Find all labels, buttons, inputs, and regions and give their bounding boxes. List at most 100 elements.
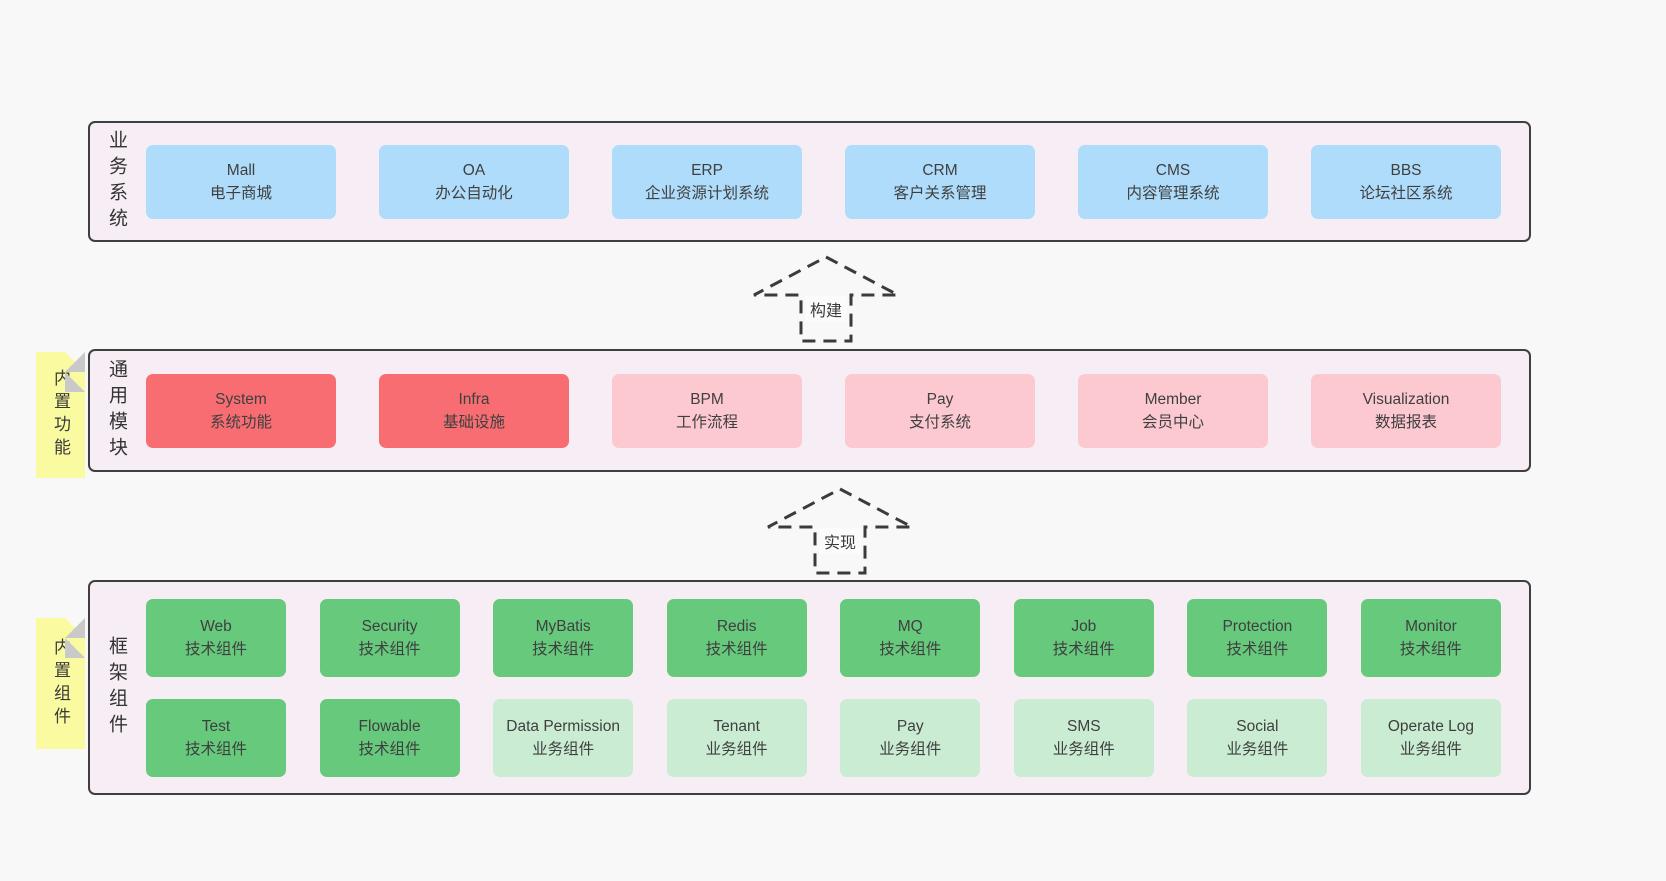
box-subtitle: 企业资源计划系统 <box>644 184 769 202</box>
box-title: Job <box>1071 617 1097 635</box>
arrow-build-label: 构建 <box>804 296 848 322</box>
section-business-systems: 业务系统 Mall 电子商城 OA 办公自动化 ERP 企业资源计划系统 <box>88 121 1531 242</box>
box-subtitle: 技术组件 <box>358 640 421 658</box>
business-system-box: ERP 企业资源计划系统 <box>612 144 802 219</box>
section-label-framework: 框架组件 <box>106 635 127 740</box>
box-subtitle: 技术组件 <box>532 640 595 658</box>
box-title: SMS <box>1067 717 1101 735</box>
box-subtitle: 技术组件 <box>184 640 247 658</box>
common-module-box: Infra 基础设施 <box>379 373 569 448</box>
framework-row-1: Web 技术组件 Security 技术组件 MyBatis 技术组件 <box>146 598 1501 677</box>
note-built-in-components: 内置组件 <box>36 618 85 749</box>
box-subtitle: 技术组件 <box>358 740 421 758</box>
box-title: Member <box>1144 390 1202 408</box>
box-title: Visualization <box>1362 390 1450 408</box>
common-module-box: Visualization 数据报表 <box>1311 373 1501 448</box>
note-text: 内置组件 <box>51 637 70 730</box>
box-title: Flowable <box>358 717 421 735</box>
arrow-up-icon <box>767 487 913 575</box>
common-module-box: Pay 支付系统 <box>845 373 1035 448</box>
box-subtitle: 业务组件 <box>879 740 942 758</box>
business-system-box: CRM 客户关系管理 <box>845 144 1035 219</box>
box-title: Security <box>361 617 418 635</box>
arrow-implement: 实现 <box>765 486 915 576</box>
box-title: Pay <box>926 390 954 408</box>
box-title: Operate Log <box>1387 717 1475 735</box>
box-subtitle: 电子商城 <box>209 184 272 202</box>
box-subtitle: 业务组件 <box>705 740 768 758</box>
business-system-box: BBS 论坛社区系统 <box>1311 144 1501 219</box>
box-title: BPM <box>690 390 724 408</box>
arrow-build: 构建 <box>751 254 901 344</box>
box-title: Pay <box>896 717 924 735</box>
framework-component-box: Data Permission 业务组件 <box>493 698 634 777</box>
framework-component-box: MQ 技术组件 <box>840 598 981 677</box>
common-module-box: BPM 工作流程 <box>612 373 802 448</box>
box-title: Social <box>1236 717 1279 735</box>
box-subtitle: 客户关系管理 <box>893 184 987 202</box>
framework-component-box: Monitor 技术组件 <box>1360 598 1501 677</box>
note-built-in-features: 内置功能 <box>36 352 85 478</box>
framework-component-box: SMS 业务组件 <box>1013 698 1154 777</box>
box-subtitle: 业务组件 <box>1399 740 1462 758</box>
arrow-up-icon <box>753 255 899 343</box>
box-subtitle: 技术组件 <box>184 740 247 758</box>
box-subtitle: 基础设施 <box>442 413 505 431</box>
box-title: Web <box>200 617 232 635</box>
box-title: System <box>215 390 267 408</box>
box-title: MQ <box>897 617 923 635</box>
box-title: Test <box>201 717 231 735</box>
business-box-row: Mall 电子商城 OA 办公自动化 ERP 企业资源计划系统 CRM 客户关系… <box>146 144 1501 219</box>
note-fold-icon <box>65 618 85 638</box>
box-subtitle: 办公自动化 <box>435 184 513 202</box>
box-subtitle: 业务组件 <box>532 740 595 758</box>
business-system-box: OA 办公自动化 <box>379 144 569 219</box>
common-module-box: System 系统功能 <box>146 373 336 448</box>
box-title: CMS <box>1155 161 1191 179</box>
box-title: Mall <box>226 161 256 179</box>
box-title: Data Permission <box>506 717 620 735</box>
framework-component-box: Security 技术组件 <box>319 598 460 677</box>
framework-component-box: Operate Log 业务组件 <box>1360 698 1501 777</box>
box-title: OA <box>462 161 486 179</box>
framework-component-box: Protection 技术组件 <box>1187 598 1328 677</box>
box-subtitle: 技术组件 <box>1052 640 1115 658</box>
business-system-box: Mall 电子商城 <box>146 144 336 219</box>
section-common-modules: 通用模块 System 系统功能 Infra 基础设施 BPM 工作流程 <box>88 349 1531 472</box>
box-subtitle: 技术组件 <box>1399 640 1462 658</box>
framework-component-box: Web 技术组件 <box>146 598 286 677</box>
section-label-common: 通用模块 <box>106 358 127 463</box>
box-subtitle: 工作流程 <box>675 413 738 431</box>
framework-component-box: Redis 技术组件 <box>666 598 807 677</box>
box-title: Protection <box>1222 617 1293 635</box>
box-subtitle: 会员中心 <box>1141 413 1204 431</box>
framework-component-box: Job 技术组件 <box>1013 598 1154 677</box>
box-subtitle: 业务组件 <box>1226 740 1289 758</box>
box-subtitle: 系统功能 <box>209 413 272 431</box>
box-title: Monitor <box>1405 617 1457 635</box>
framework-component-box: Pay 业务组件 <box>840 698 981 777</box>
box-subtitle: 技术组件 <box>705 640 768 658</box>
framework-component-box: Test 技术组件 <box>146 698 286 777</box>
note-text: 内置功能 <box>51 369 70 461</box>
box-subtitle: 支付系统 <box>908 413 971 431</box>
box-title: Tenant <box>713 717 760 735</box>
business-system-box: CMS 内容管理系统 <box>1078 144 1268 219</box>
arrow-implement-label: 实现 <box>818 528 862 554</box>
common-module-box: Member 会员中心 <box>1078 373 1268 448</box>
framework-row-2: Test 技术组件 Flowable 技术组件 Data Permission … <box>146 698 1501 777</box>
section-framework-components: 框架组件 Web 技术组件 Security 技术组件 MyBatis <box>88 580 1531 795</box>
box-subtitle: 论坛社区系统 <box>1359 184 1453 202</box>
framework-component-box: Tenant 业务组件 <box>666 698 807 777</box>
box-title: ERP <box>691 161 723 179</box>
box-title: MyBatis <box>535 617 591 635</box>
box-subtitle: 数据报表 <box>1374 413 1437 431</box>
box-subtitle: 技术组件 <box>879 640 942 658</box>
box-title: Infra <box>458 390 490 408</box>
box-subtitle: 技术组件 <box>1226 640 1289 658</box>
framework-component-box: Social 业务组件 <box>1187 698 1328 777</box>
box-title: BBS <box>1390 161 1422 179</box>
common-box-row: System 系统功能 Infra 基础设施 BPM 工作流程 Pay 支付系统 <box>146 373 1501 448</box>
framework-component-box: MyBatis 技术组件 <box>493 598 634 677</box>
